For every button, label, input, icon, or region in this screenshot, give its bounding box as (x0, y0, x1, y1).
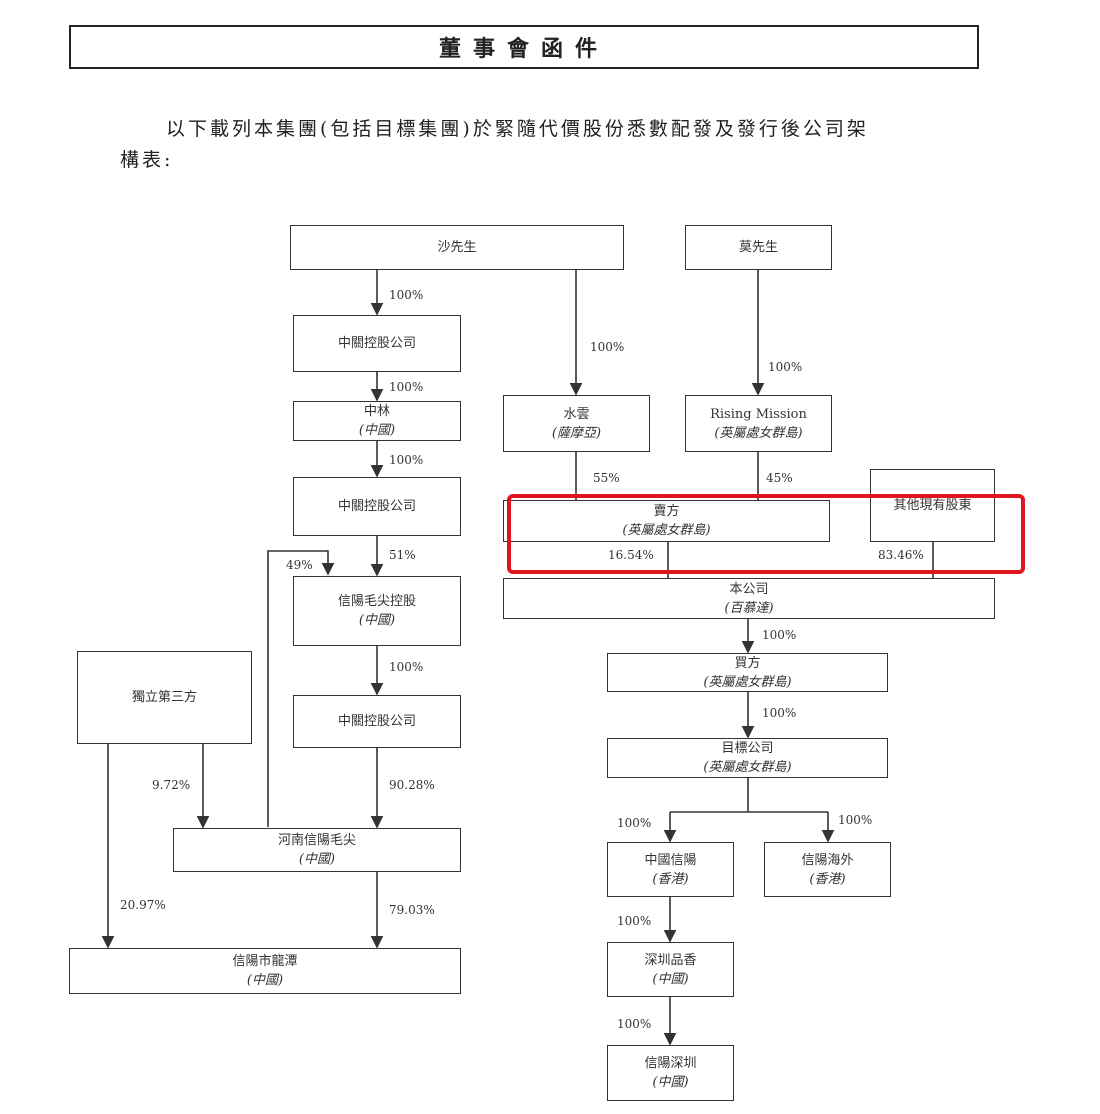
node-label: 中關控股公司 (337, 714, 416, 729)
node-sublabel: (英屬處女群島) (703, 760, 792, 775)
node-seller: 賣方 (英屬處女群島) (503, 500, 830, 542)
node-henan-xinyang: 河南信陽毛尖 (中國) (173, 828, 461, 872)
pct-label: 16.54% (608, 548, 654, 562)
node-label: 其他現有股東 (893, 498, 972, 513)
node-xinyang-shenzhen: 信陽深圳 (中國) (607, 1045, 734, 1101)
pct-label: 51% (389, 548, 416, 562)
intro-line-2: 構表: (120, 149, 174, 171)
pct-label: 100% (617, 914, 652, 928)
highlight-rectangle (507, 494, 1025, 574)
node-label: 河南信陽毛尖 (277, 833, 356, 848)
page-title: 董事會函件 (69, 25, 979, 69)
node-sublabel: (英屬處女群島) (714, 425, 803, 441)
node-label: 中林 (363, 404, 390, 419)
node-label: 中國信陽 (644, 852, 697, 868)
pct-label: 100% (389, 380, 424, 394)
node-xinyang-city: 信陽市龍潭 (中國) (69, 948, 461, 994)
node-label: 信陽市龍潭 (232, 954, 298, 969)
node-zhongguan-holding-1: 中關控股公司 (293, 315, 461, 372)
node-label: 莫先生 (738, 240, 778, 255)
node-label: 深圳品香 (644, 952, 697, 968)
node-other-shareholders: 其他現有股東 (870, 469, 995, 542)
node-company: 本公司 (百慕達) (503, 578, 995, 619)
node-label: 信陽海外 (801, 852, 854, 868)
node-label: 本公司 (729, 581, 769, 597)
node-label: 水雲 (563, 406, 590, 422)
node-sublabel: (中國) (652, 1075, 689, 1090)
pct-label: 49% (286, 558, 313, 572)
node-sublabel: (香港) (809, 871, 846, 887)
node-xinyang-maojian-holding: 信陽毛尖控股 (中國) (293, 576, 461, 646)
pct-label: 100% (762, 706, 797, 720)
pct-label: 100% (389, 660, 424, 674)
node-buyer: 買方 (英屬處女群島) (607, 653, 888, 692)
node-sublabel: (香港) (652, 871, 689, 887)
node-xinyang-overseas: 信陽海外 (香港) (764, 842, 891, 897)
node-sublabel: (中國) (246, 973, 284, 988)
intro-paragraph: 以下載列本集團(包括目標集團)於緊隨代價股份悉數配發及發行後公司架 構表: (120, 114, 990, 176)
node-shuiyun: 水雲 (薩摩亞) (503, 395, 650, 452)
node-sublabel: (中國) (358, 423, 396, 438)
node-zhongguan-holding-3: 中關控股公司 (293, 695, 461, 748)
pct-label: 100% (762, 628, 797, 642)
node-zhongbei: 中林 (中國) (293, 401, 461, 441)
node-label: 獨立第三方 (131, 690, 197, 705)
node-sublabel: (中國) (298, 852, 336, 867)
intro-line-1: 以下載列本集團(包括目標集團)於緊隨代價股份悉數配發及發行後公司架 (166, 118, 869, 140)
node-label: 買方 (734, 655, 761, 671)
pct-label: 83.46% (878, 548, 924, 562)
pct-label: 100% (838, 813, 873, 827)
node-sha: 沙先生 (290, 225, 624, 270)
node-label: 中關控股公司 (337, 336, 416, 351)
node-label: 中關控股公司 (337, 499, 416, 514)
node-rising-mission: Rising Mission (英屬處女群島) (685, 395, 832, 452)
pct-label: 79.03% (389, 903, 435, 917)
pct-label: 100% (389, 288, 424, 302)
node-label: 信陽毛尖控股 (337, 594, 416, 609)
node-sublabel: (中國) (652, 971, 689, 987)
node-sublabel: (中國) (358, 613, 396, 628)
node-independent-third-party: 獨立第三方 (77, 651, 252, 744)
pct-label: 100% (617, 1017, 652, 1031)
node-mo: 莫先生 (685, 225, 832, 270)
pct-label: 100% (590, 340, 625, 354)
node-label: 賣方 (653, 504, 680, 519)
node-sublabel: (英屬處女群島) (622, 523, 711, 538)
pct-label: 45% (766, 471, 793, 485)
pct-label: 9.72% (152, 778, 191, 792)
pct-label: 100% (617, 816, 652, 830)
node-sublabel: (薩摩亞) (551, 425, 602, 441)
node-zhongguan-holding-2: 中關控股公司 (293, 477, 461, 536)
node-label: 目標公司 (721, 741, 774, 756)
node-label: Rising Mission (710, 406, 807, 422)
pct-label: 90.28% (389, 778, 435, 792)
node-sublabel: (英屬處女群島) (703, 674, 792, 690)
node-sublabel: (百慕達) (724, 600, 774, 616)
node-label: 沙先生 (437, 240, 477, 255)
pct-label: 20.97% (120, 898, 166, 912)
pct-label: 100% (389, 453, 424, 467)
node-label: 信陽深圳 (644, 1056, 697, 1071)
pct-label: 100% (768, 360, 803, 374)
node-zhongguo-xinyang: 中國信陽 (香港) (607, 842, 734, 897)
pct-label: 55% (593, 471, 620, 485)
node-target: 目標公司 (英屬處女群島) (607, 738, 888, 778)
node-shenzhen-pinxiang: 深圳品香 (中國) (607, 942, 734, 997)
